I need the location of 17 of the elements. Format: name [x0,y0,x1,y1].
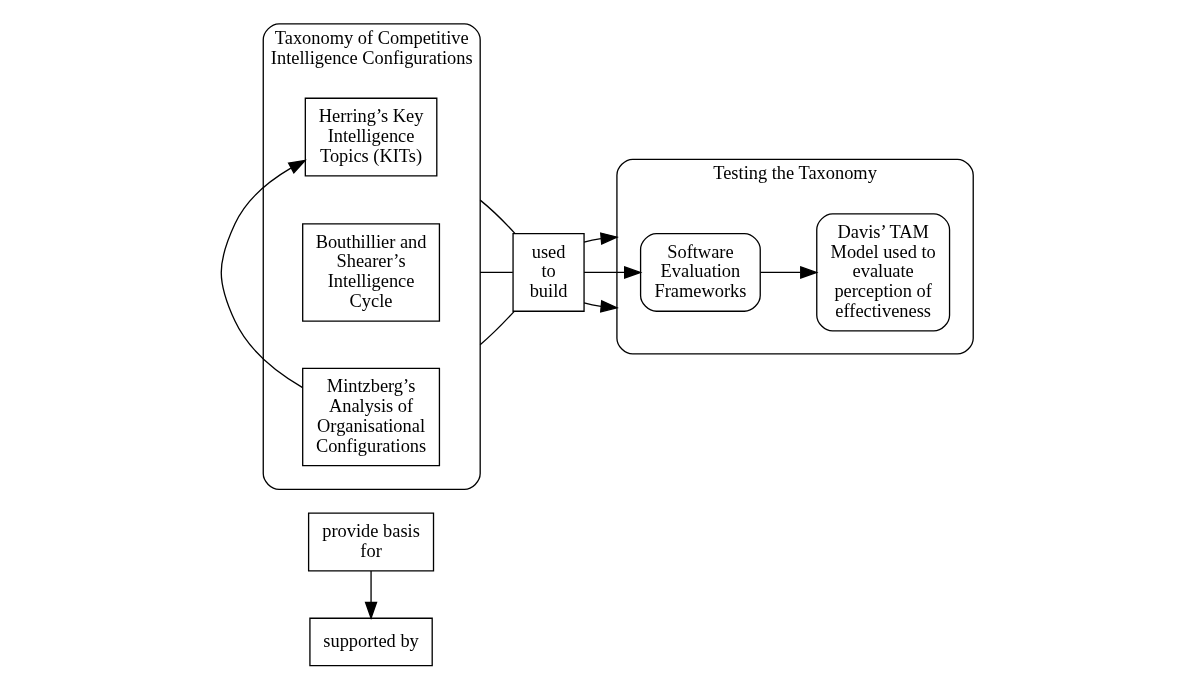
node-box: supported by [308,617,433,667]
node-box: Software Evaluation Frameworks [639,233,761,312]
node-box: provide basis for [307,512,434,572]
arrow [364,570,377,621]
node-box: used to build [511,233,585,312]
arrow [220,159,307,389]
connector [479,310,515,346]
connector [479,199,516,235]
arrow [582,266,642,279]
arrow [759,266,818,279]
connector [479,271,513,274]
node-box: Bouthillier and Shearer’s Intelligence Cycle [301,223,440,322]
node-box: Davis’ TAM Model used to evaluate perception of effectiveness [815,213,950,332]
arrow [582,299,619,313]
node-box: Herring’s Key Intelligence Topics (KITs) [304,97,437,177]
node-box: Mintzberg’s Analysis of Organisational Configurations [301,367,440,467]
arrow [582,232,619,246]
